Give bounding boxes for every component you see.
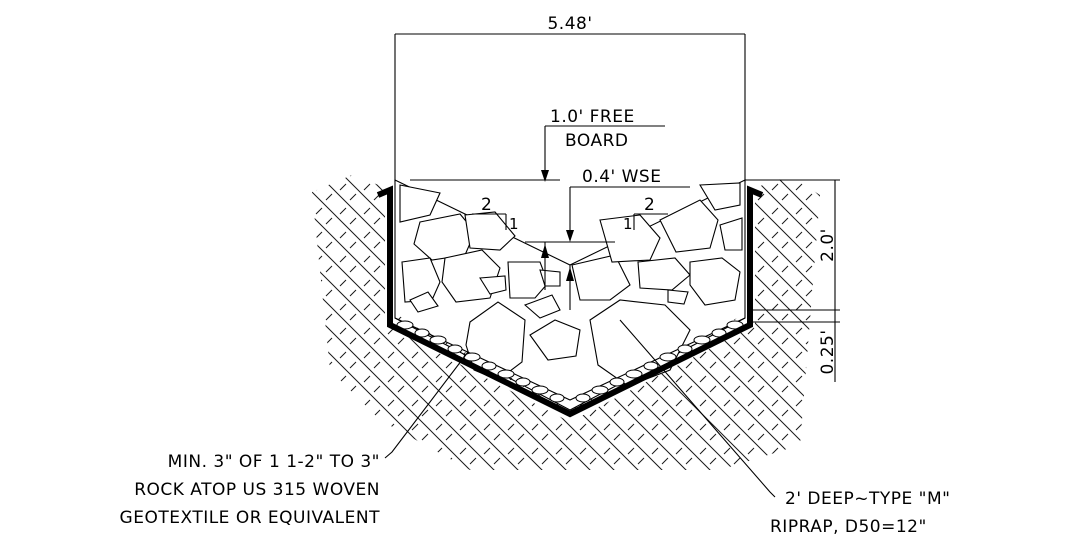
riprap-note-line2: RIPRAP, D50=12" (770, 517, 927, 537)
wse-label: 0.4' WSE (582, 167, 661, 187)
riprap-leader (619, 319, 776, 498)
wse-callout: 0.4' WSE (525, 167, 690, 243)
bedding-note-line1: MIN. 3" OF 1 1-2" TO 3" (168, 452, 380, 472)
riprap-note: 2' DEEP~TYPE "M" RIPRAP, D50=12" (770, 489, 950, 537)
freeboard-label-line2: BOARD (565, 131, 628, 151)
slope-rise-right: 1 (623, 215, 633, 233)
slope-indicator-left: 2 1 (472, 195, 519, 233)
riprap-note-line1: 2' DEEP~TYPE "M" (785, 489, 950, 509)
depth-label: 2.0' (818, 228, 838, 262)
bedding-leader (384, 351, 469, 459)
slope-indicator-right: 1 2 (623, 195, 668, 233)
flow-depth-arrows (541, 242, 574, 310)
freeboard-callout: 1.0' FREE BOARD (410, 107, 665, 182)
top-width-dimension: 5.48' (394, 14, 746, 182)
soil-hatch (312, 175, 820, 470)
geotextile-liner (376, 185, 764, 418)
bedding-note-line2: ROCK ATOP US 315 WOVEN (134, 480, 380, 500)
freeboard-label-line1: 1.0' FREE (550, 107, 635, 127)
depth-dimension: 2.0' 0.25' (745, 179, 840, 382)
bedding-note: MIN. 3" OF 1 1-2" TO 3" ROCK ATOP US 315… (120, 452, 381, 528)
slope-rise-left: 1 (509, 215, 519, 233)
bedding-note-line3: GEOTEXTILE OR EQUIVALENT (120, 508, 381, 528)
bedding-depth-label: 0.25' (818, 329, 838, 374)
slope-run-left: 2 (481, 195, 492, 215)
slope-run-right: 2 (644, 195, 655, 215)
top-width-label: 5.48' (547, 14, 592, 34)
